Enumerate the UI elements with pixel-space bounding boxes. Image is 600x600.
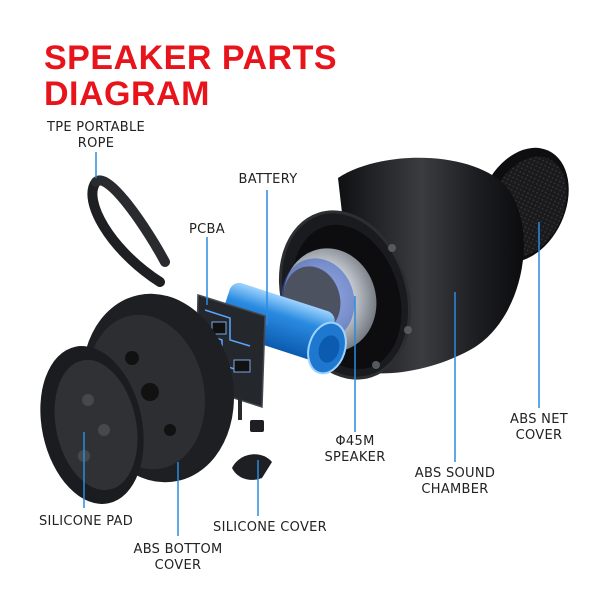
silicone-cover-part (232, 454, 272, 480)
label-speaker: Φ45M SPEAKER (324, 434, 386, 465)
label-silicone-cover: SILICONE COVER (213, 520, 327, 535)
page-title: SPEAKER PARTS DIAGRAM (44, 40, 337, 112)
silicone-pad-part (40, 346, 144, 504)
label-net-cover: ABS NET COVER (510, 412, 568, 443)
label-battery: BATTERY (238, 172, 298, 187)
label-rope: TPE PORTABLE ROPE (46, 120, 146, 151)
label-silicone-pad: SILICONE PAD (38, 514, 134, 529)
label-sound-chamber: ABS SOUND CHAMBER (414, 466, 496, 497)
battery-part (219, 282, 347, 375)
title-line-1: SPEAKER PARTS (44, 39, 338, 77)
label-bottom-cover: ABS BOTTOM COVER (133, 542, 223, 573)
label-pcba: PCBA (189, 222, 225, 237)
rope-part (87, 175, 170, 287)
title-line-2: DIAGRAM (44, 75, 210, 113)
